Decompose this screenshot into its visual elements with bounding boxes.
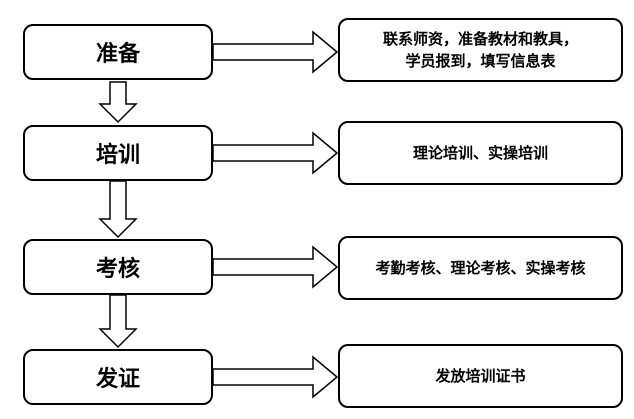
right-arrow-icon <box>212 131 339 175</box>
step-certify-box: 发证 <box>23 349 213 405</box>
step-certify-result-box: 发放培训证书 <box>338 344 623 408</box>
step-certify-label: 发证 <box>95 367 140 392</box>
step-assessment-label: 考核 <box>95 257 140 282</box>
step-training-label: 培训 <box>95 143 140 168</box>
step-training-box: 培训 <box>23 125 213 181</box>
right-arrow-icon <box>212 355 339 399</box>
step-training-result-line: 理论培训、实操培训 <box>412 144 548 162</box>
step-prepare-result-line: 学员报到，填写信息表 <box>405 52 556 70</box>
down-arrow-icon <box>98 81 138 124</box>
down-arrow-icon <box>98 294 138 349</box>
step-assessment-result-line: 考勤考核、理论考核、实操考核 <box>375 259 586 277</box>
down-arrow-icon <box>98 180 138 239</box>
step-prepare-box: 准备 <box>23 24 213 80</box>
step-assessment-result-box: 考勤考核、理论考核、实操考核 <box>338 236 623 300</box>
step-prepare-result-line: 联系师资，准备教材和教具， <box>382 30 578 48</box>
right-arrow-icon <box>212 30 339 74</box>
right-arrow-icon <box>212 245 339 289</box>
step-certify-result-line: 发放培训证书 <box>435 367 526 385</box>
step-training-result-box: 理论培训、实操培训 <box>338 121 623 185</box>
step-prepare-result-box: 联系师资，准备教材和教具， 学员报到，填写信息表 <box>338 18 623 82</box>
step-assessment-box: 考核 <box>23 239 213 295</box>
step-prepare-label: 准备 <box>95 42 140 67</box>
